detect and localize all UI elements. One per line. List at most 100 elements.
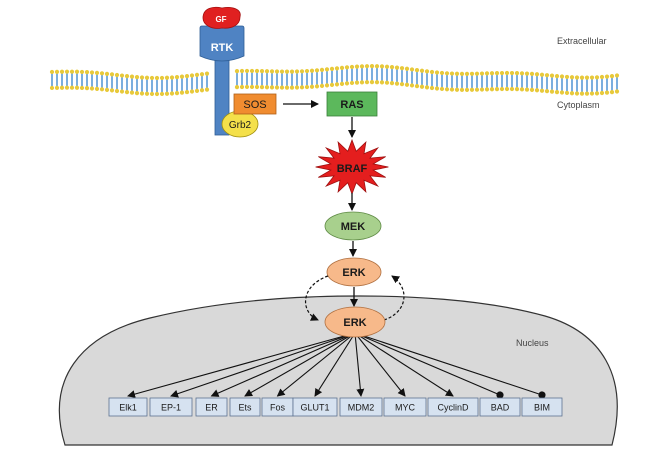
lipid-head (539, 72, 545, 77)
lipid-head (434, 70, 440, 75)
edge-to-cyclind (354, 332, 454, 397)
lipid-head (189, 73, 195, 78)
lipid-head (479, 87, 485, 92)
lipid-head (194, 72, 200, 77)
lipid-head (114, 72, 120, 78)
lipid-head (99, 71, 105, 76)
lipid-head (264, 85, 270, 90)
target-box-myc (383, 397, 427, 417)
lipid-head (529, 87, 535, 93)
lipid-head (594, 91, 600, 96)
lipid-head (129, 74, 135, 79)
sos-label: SOS (243, 99, 266, 111)
lipid-head (134, 90, 140, 96)
edge-to-elk1 (127, 332, 356, 398)
lipid-head (139, 91, 145, 96)
lipid-head (54, 69, 60, 74)
target-box-elk1 (108, 397, 148, 417)
lipid-head (484, 71, 490, 76)
lipid-head (69, 85, 75, 90)
lipid-head (514, 71, 520, 76)
lipid-head (114, 88, 120, 94)
lipid-head (309, 68, 315, 73)
lipid-head (499, 70, 505, 76)
lipid-head (244, 84, 250, 90)
lipid-head (169, 91, 175, 96)
lipid-head (389, 81, 395, 86)
lipid-head (584, 75, 590, 80)
lipid-head (494, 71, 500, 76)
lipid-head (304, 68, 310, 74)
lipid-head (199, 88, 205, 93)
lipid-head (509, 70, 515, 76)
lipid-head (264, 69, 270, 74)
lipid-head (64, 85, 70, 90)
grb2-label: Grb2 (229, 120, 252, 131)
lipid-head (554, 89, 560, 95)
lipid-head (544, 89, 550, 94)
lipid-head (464, 87, 470, 92)
lipid-head (534, 88, 540, 93)
lipid-head (249, 68, 255, 74)
lipid-head (454, 87, 460, 92)
lipid-head (354, 80, 360, 85)
rtk-receptor: RTK (199, 25, 245, 136)
lipid-head (159, 75, 165, 81)
lipid-head (204, 71, 210, 76)
lipid-head (59, 85, 65, 90)
lipid-head (489, 87, 495, 92)
lipid-head (369, 80, 375, 85)
lipid-head (589, 75, 595, 80)
lipid-head (549, 73, 555, 78)
lipid-head (494, 87, 500, 92)
lipid-head (544, 73, 550, 78)
edge-to-bim (354, 332, 546, 399)
lipid-head (499, 86, 505, 92)
lipid-head (249, 84, 255, 90)
edge-to-bad (354, 332, 504, 399)
lipid-head (429, 85, 435, 91)
lipid-head (564, 90, 570, 96)
lipid-head (254, 68, 260, 74)
lipid-head (449, 87, 455, 92)
lipid-head (524, 71, 530, 76)
lipid-head (269, 69, 275, 74)
edge-to-fos (276, 332, 356, 397)
edge-to-mdm2 (354, 332, 365, 397)
lipid-head (109, 72, 115, 77)
lipid-head (89, 86, 95, 91)
lipid-head (444, 71, 450, 76)
lipid-head (389, 65, 395, 70)
lipid-head (204, 87, 210, 92)
lipid-head (519, 87, 525, 92)
lipid-head (119, 73, 125, 78)
lipid-head (239, 68, 245, 74)
lipid-head (154, 91, 160, 97)
lipid-head (289, 85, 295, 90)
lipid-head (304, 84, 310, 90)
lipid-head (384, 64, 390, 69)
lipid-head (459, 87, 465, 92)
lipid-head (609, 89, 615, 95)
lipid-head (519, 71, 525, 76)
lipid-head (299, 69, 305, 74)
lipid-head (314, 68, 320, 73)
edge-to-myc (354, 332, 406, 397)
lipid-head (339, 65, 345, 70)
lipid-head (324, 67, 330, 72)
mek-node: MEK (324, 211, 382, 241)
cell-membrane (49, 64, 620, 97)
lipid-head (144, 91, 150, 96)
lipid-head (579, 91, 585, 96)
target-label-elk1: Elk1 (119, 403, 137, 413)
lipid-head (354, 64, 360, 69)
lipid-head (384, 80, 390, 85)
lipid-head (164, 91, 170, 96)
lipid-head (484, 87, 490, 92)
dashed-arrow-import (304, 275, 329, 321)
lipid-head (159, 91, 165, 97)
lipid-head (49, 69, 55, 75)
lipid-head (419, 84, 425, 89)
target-label-mdm2: MDM2 (348, 403, 375, 413)
